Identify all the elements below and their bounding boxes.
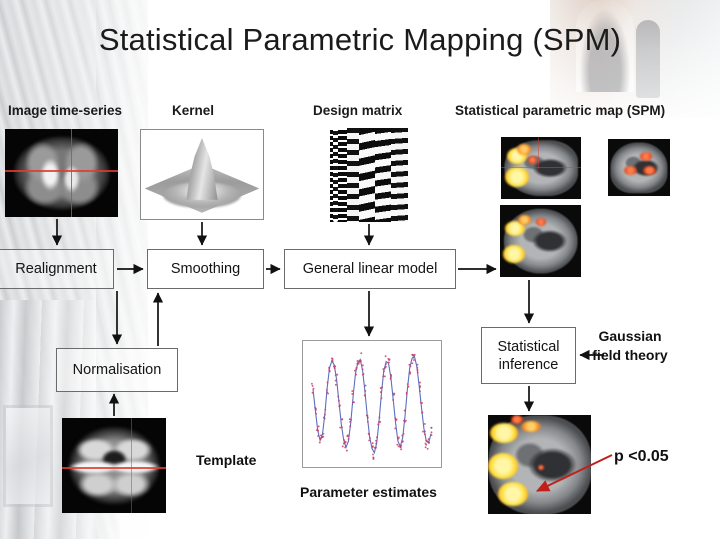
box-general-linear-model[interactable]: General linear model [284,249,456,289]
design-matrix-indicator-column-icon [330,128,347,222]
spm-axial-slice [500,205,581,277]
activation-blob [517,144,531,156]
caption-statistical-parametric-map: Statistical parametric map (SPM) [455,103,666,118]
box-statistical-inference-label-line1: Statistical [497,338,560,355]
parameter-estimates-svg [310,352,433,460]
activation-blob [538,464,545,470]
spm-coronal-slice [608,139,670,196]
label-gaussian-field-theory-line2: field theory [592,347,668,363]
epi-slice-icon [12,136,111,210]
template-brain-image [62,418,166,513]
crosshair-horizontal-icon [62,467,166,469]
label-gaussian-field-theory-line1: Gaussian [598,328,662,344]
label-template: Template [196,452,257,468]
activation-blob [498,482,529,507]
box-realignment-label: Realignment [15,261,97,277]
crosshair-vertical-icon [70,129,72,217]
crosshair-horizontal-icon [5,170,118,172]
design-matrix-image [330,128,408,222]
box-statistical-inference-label-line2: inference [498,356,559,373]
box-smoothing[interactable]: Smoothing [147,249,264,289]
design-matrix-regressor-2-icon [359,128,375,222]
plot-data-points [310,352,433,460]
design-matrix-regressor-4-icon [391,128,408,222]
box-general-linear-model-label: General linear model [302,261,438,277]
image-time-series-brain [5,129,118,217]
crosshair-horizontal-icon [501,166,581,169]
caption-design-matrix: Design matrix [313,103,403,118]
kernel-surface-plot [140,129,264,220]
template-slice-icon [68,425,160,506]
activation-blob [624,166,638,176]
activation-blob [520,420,541,432]
box-smoothing-label: Smoothing [170,261,241,277]
activation-blob [503,244,526,263]
activation-blob [504,220,525,236]
activation-blob [640,151,653,161]
background-window [6,408,50,504]
label-gaussian-field-theory: Gaussian field theory [592,327,667,365]
box-normalisation[interactable]: Normalisation [56,348,178,392]
crosshair-vertical-icon [130,418,133,513]
mri-coronal-icon [610,141,668,194]
kernel-gaussian-peak-icon [186,138,218,200]
activation-blob [528,155,538,164]
label-parameter-estimates: Parameter estimates [300,484,437,500]
activation-blob [488,452,518,479]
activation-blob [505,166,529,187]
spm-sagittal-slice [501,137,581,199]
box-normalisation-label: Normalisation [72,362,162,378]
activation-blob [490,422,519,443]
design-matrix-regressor-1-icon [347,128,359,222]
label-p-value: p <0.05 [614,448,669,465]
box-realignment[interactable]: Realignment [0,249,114,289]
background-building-right [550,0,720,118]
activation-blob [642,166,656,176]
thresholded-result-brain [488,415,591,514]
activation-blob [517,215,531,226]
caption-kernel: Kernel [172,103,215,118]
caption-image-time-series: Image time-series [8,103,123,118]
plot-fitted-line [312,355,432,455]
parameter-estimates-plot [302,340,442,468]
page-title: Statistical Parametric Mapping (SPM) [98,22,622,57]
design-matrix-regressor-3-icon [375,128,391,222]
box-statistical-inference[interactable]: Statistical inference [481,327,576,384]
activation-blob [510,415,523,424]
activation-blob [535,217,546,226]
crosshair-vertical-icon [537,137,540,170]
